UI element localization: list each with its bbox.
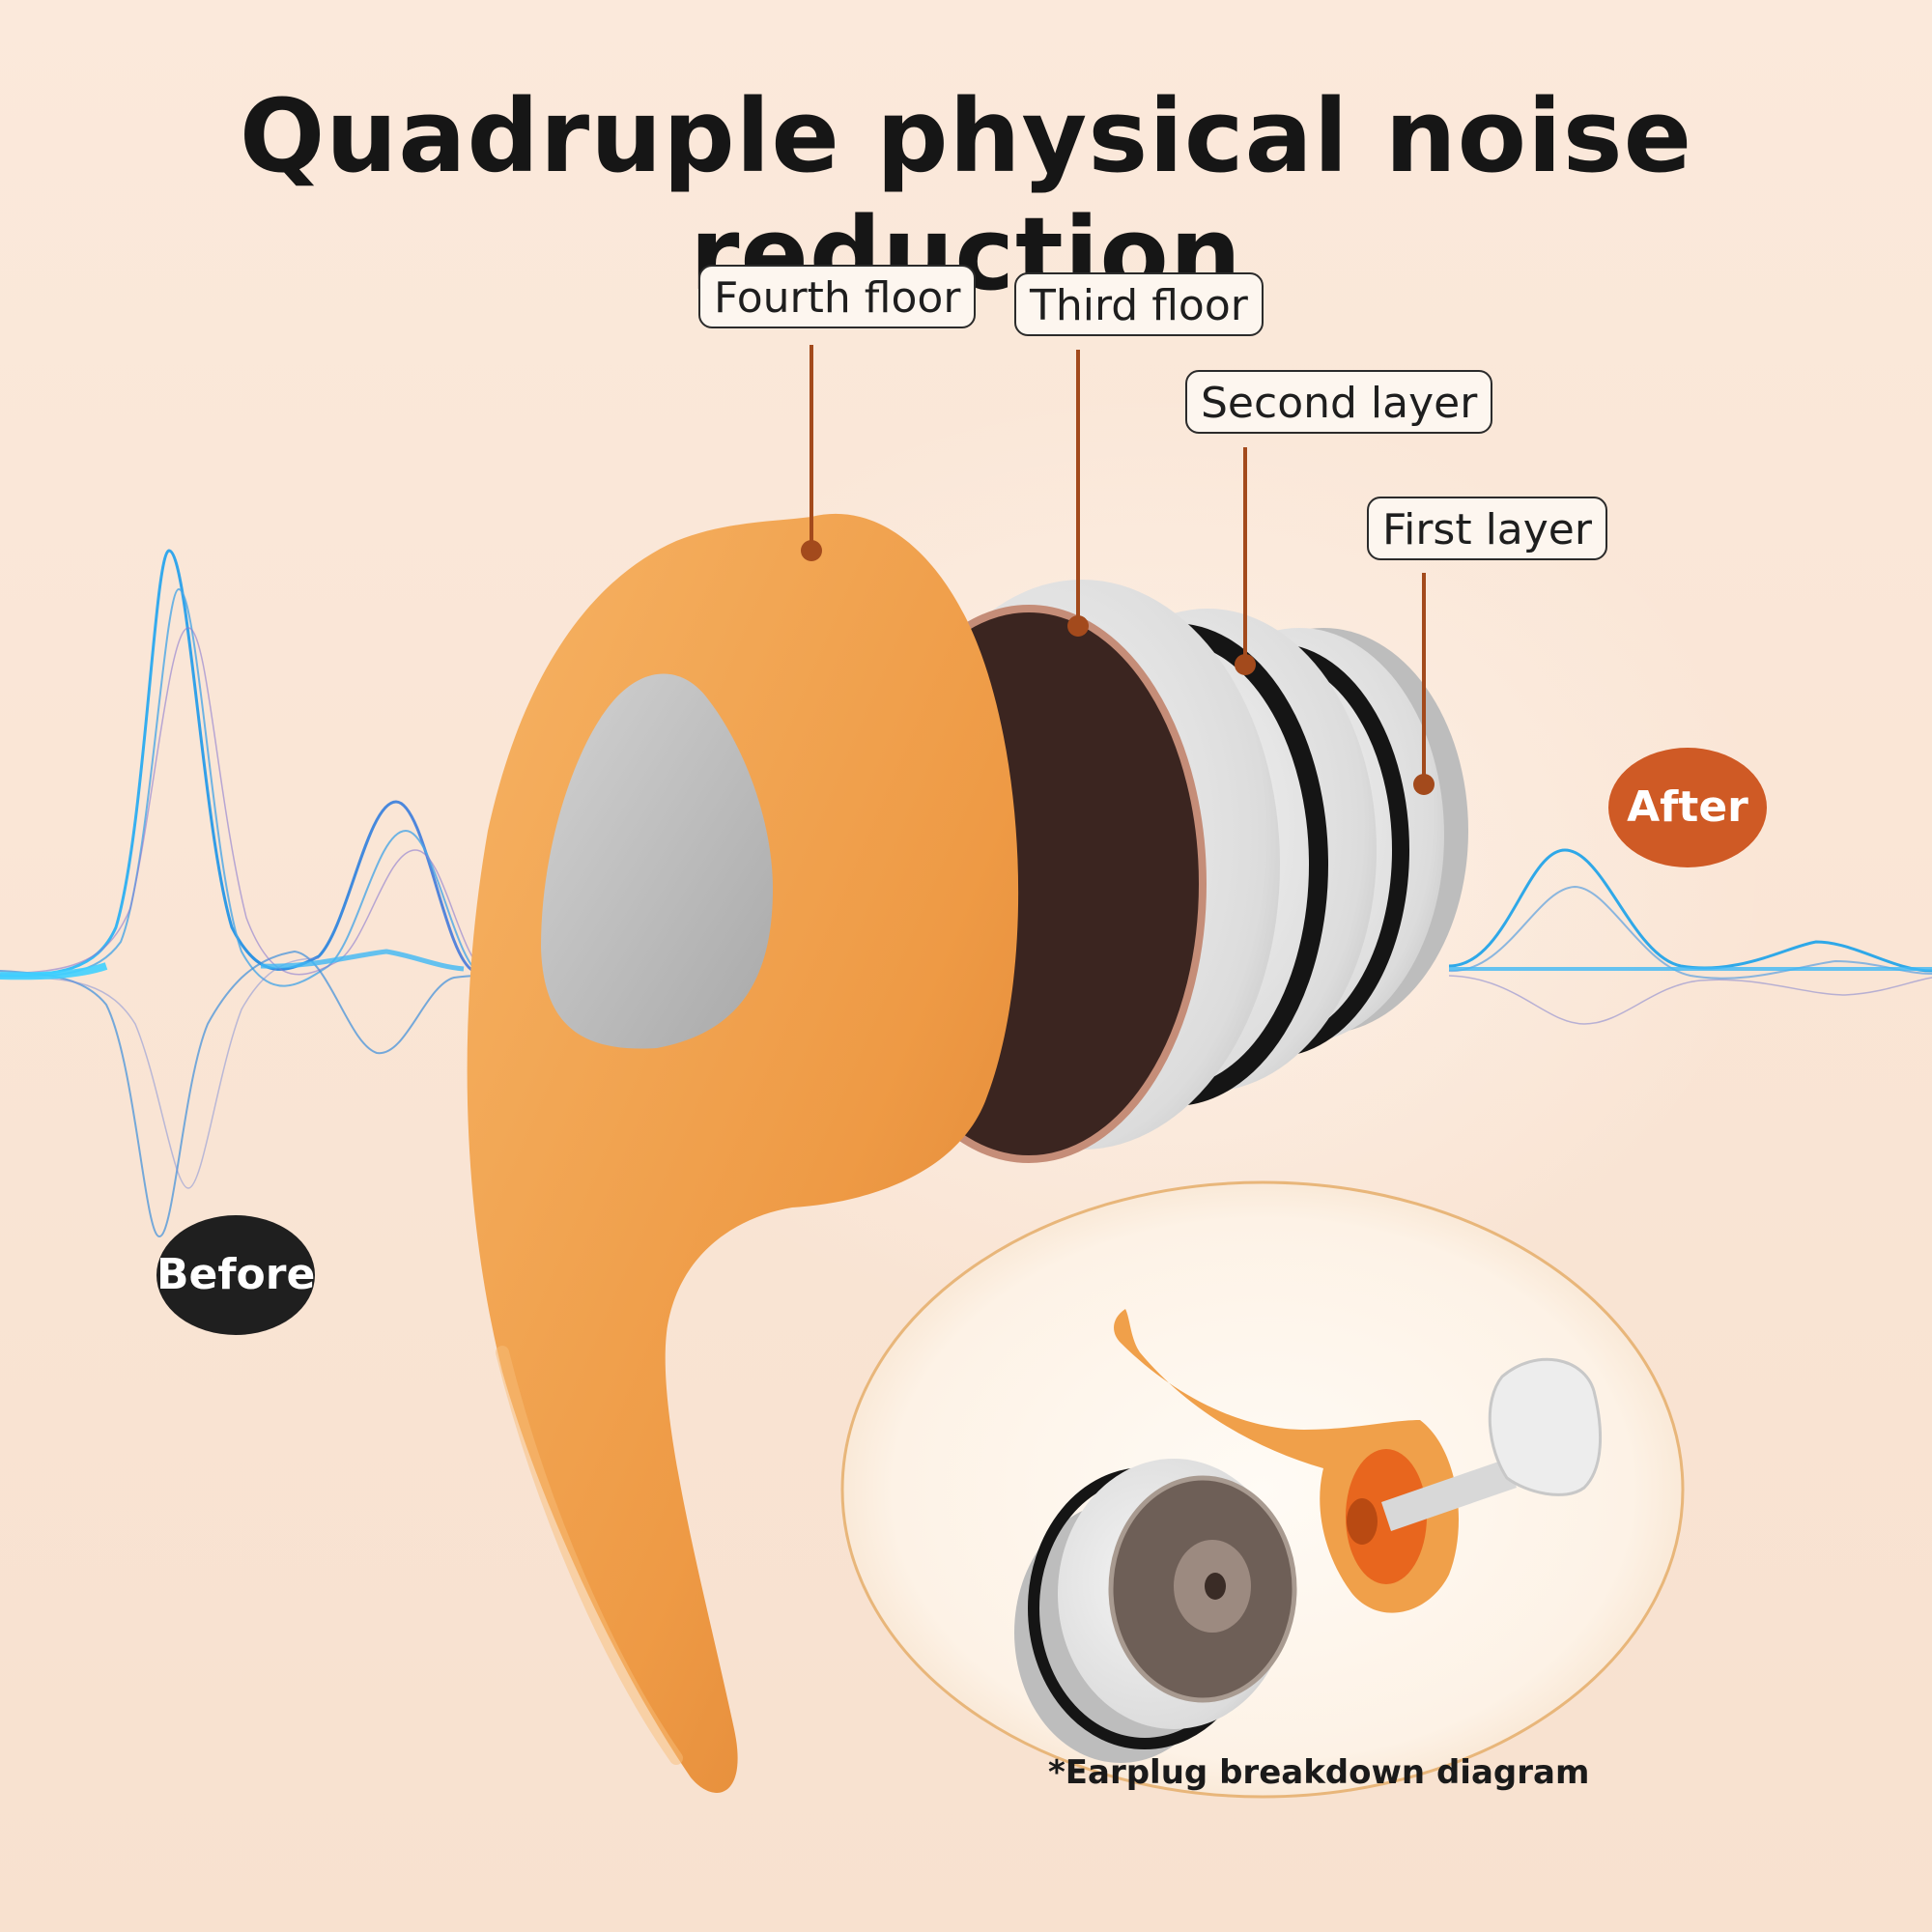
leader-dot-third (1067, 615, 1089, 637)
callout-first-layer: First layer (1367, 497, 1607, 560)
sound-wave-after (1448, 848, 1932, 1025)
before-badge: Before (156, 1215, 315, 1335)
leader-dot-second (1235, 654, 1256, 675)
breakdown-caption: *Earplug breakdown diagram (1048, 1753, 1590, 1792)
leader-dot-first (1413, 774, 1435, 795)
sound-wave-before (0, 549, 542, 1238)
leader-lines (810, 345, 1426, 784)
leader-dots (801, 540, 1435, 795)
callout-fourth-floor: Fourth floor (698, 265, 977, 328)
earplug-illustration (467, 513, 1468, 1793)
callout-second-layer: Second layer (1185, 370, 1493, 434)
page-title: Quadruple physical noise reduction (239, 77, 1693, 313)
leader-dot-fourth (801, 540, 822, 561)
earplug-parts-illustration (1014, 1309, 1602, 1763)
after-badge: After (1608, 748, 1767, 867)
callout-third-floor: Third floor (1014, 272, 1264, 336)
